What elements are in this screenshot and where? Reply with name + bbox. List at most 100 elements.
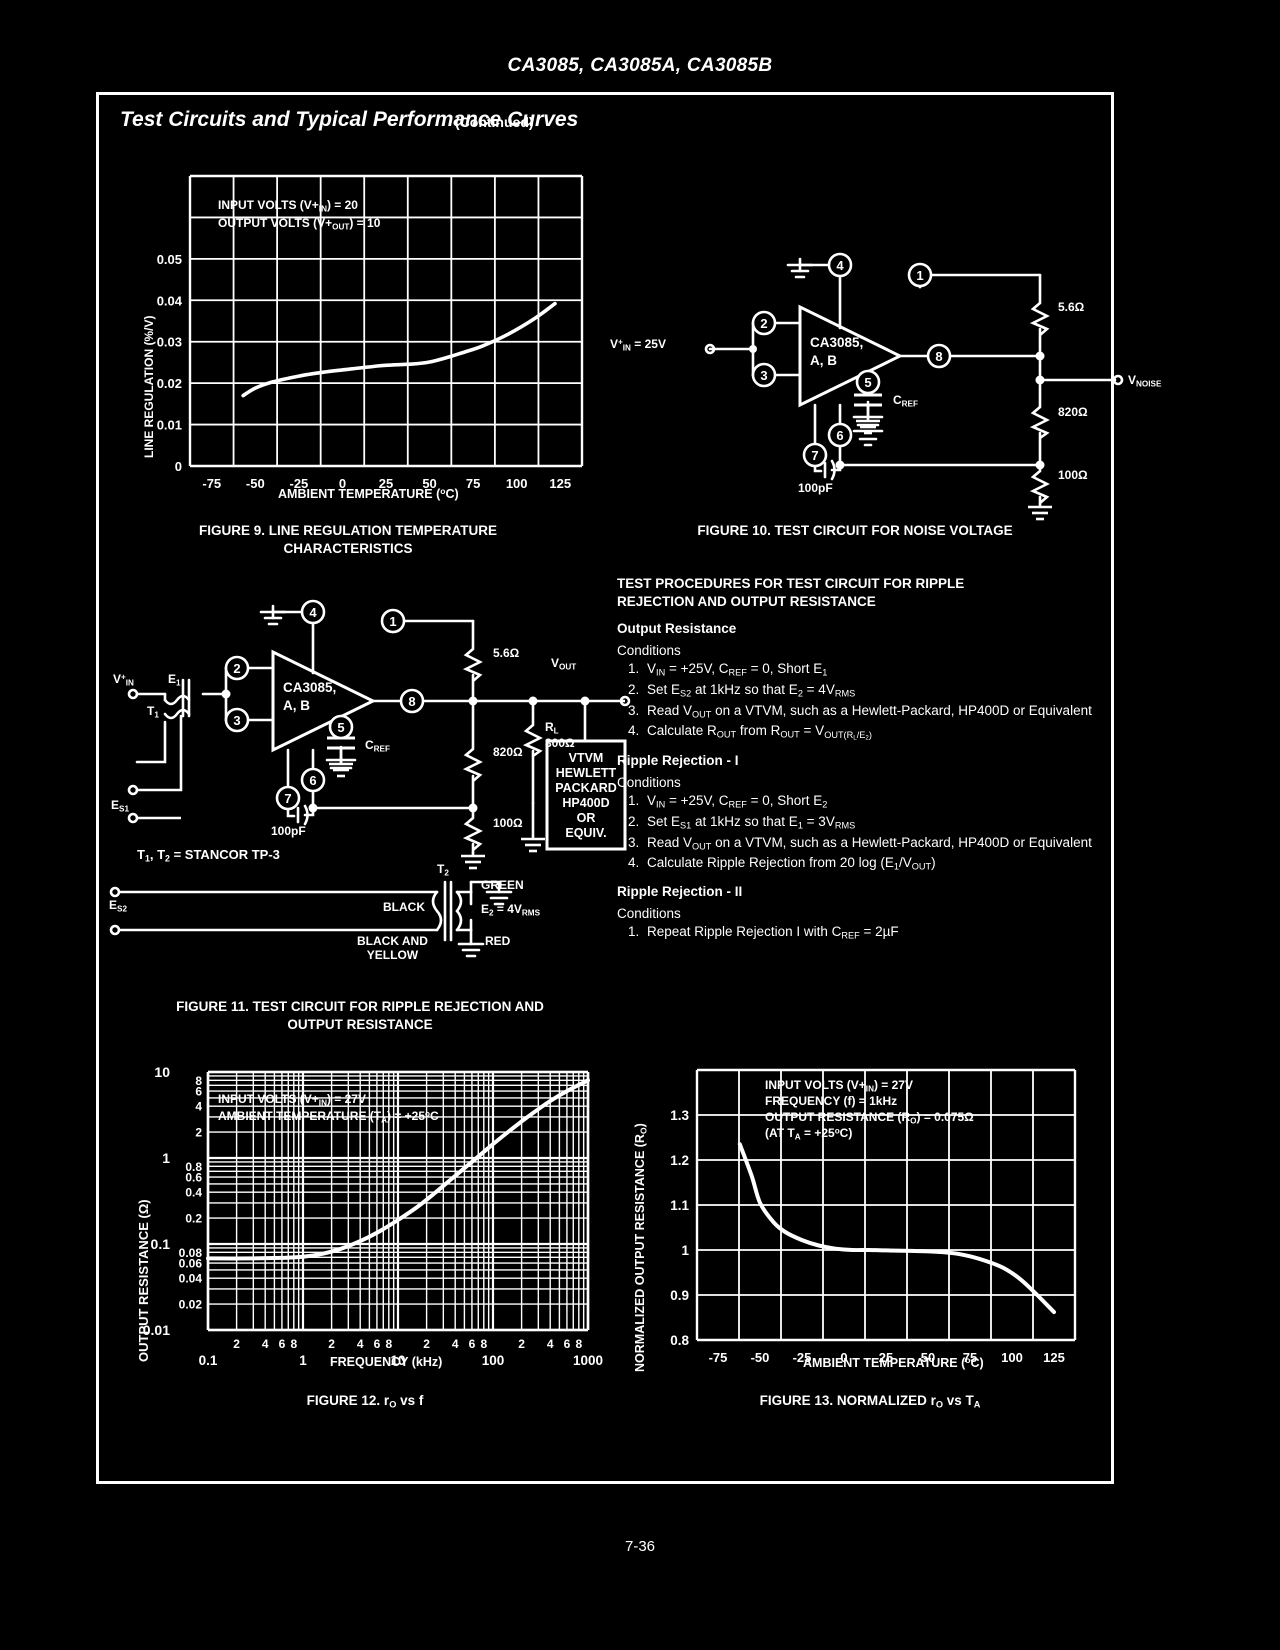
figure-11-resistor-100: 100Ω [493, 816, 523, 830]
figure-11-wire-black: BLACK [383, 900, 425, 914]
svg-text:25: 25 [379, 476, 393, 491]
svg-text:7: 7 [284, 791, 291, 806]
figure-10: 4 1 2 3 8 5 6 7 CA3085, A, B V+IN = 25V … [610, 245, 1161, 521]
svg-text:100: 100 [482, 1353, 505, 1368]
figure-9-xlabel: AMBIENT TEMPERATURE (oC) [278, 486, 459, 501]
figure-12-note-line2: AMBIENT TEMPERATURE (TA) = +25oC [218, 1109, 439, 1125]
svg-text:6: 6 [564, 1337, 571, 1351]
svg-text:8: 8 [480, 1337, 487, 1351]
procedures-heading-line2: REJECTION AND OUTPUT RESISTANCE [617, 594, 876, 610]
figure-11-rl-label: RL 300Ω [545, 720, 575, 751]
svg-text:6: 6 [469, 1337, 476, 1351]
svg-text:PACKARD: PACKARD [555, 781, 617, 795]
svg-text:EQUIV.: EQUIV. [565, 826, 606, 840]
svg-text:50: 50 [921, 1350, 935, 1365]
figure-11-vtvm-box [545, 739, 627, 851]
procedure-conditions-label: Conditions [617, 905, 681, 921]
svg-text:-50: -50 [751, 1350, 770, 1365]
figure-11-wire-green: GREEN [481, 878, 524, 892]
figure-12-xlabel: FREQUENCY (kHz) [330, 1355, 443, 1369]
svg-text:8: 8 [575, 1337, 582, 1351]
svg-text:0.02: 0.02 [179, 1298, 203, 1312]
svg-text:4: 4 [547, 1337, 554, 1351]
svg-text:0.06: 0.06 [179, 1257, 203, 1271]
svg-text:1.2: 1.2 [670, 1153, 689, 1168]
svg-text:1: 1 [681, 1243, 689, 1258]
figure-11-e2-label: E2 = 4VRMS [481, 902, 541, 918]
svg-text:8: 8 [290, 1337, 297, 1351]
svg-text:4: 4 [357, 1337, 364, 1351]
section-continued-label: (Continued) [455, 114, 534, 130]
figure-10-resistor-820: 820Ω [1058, 405, 1088, 419]
figure-11-t1-label: T1 [147, 704, 159, 720]
figure-10-pin-8: 8 [935, 349, 942, 364]
figure-10-pin-3: 3 [760, 368, 767, 383]
procedure-conditions-label: Conditions [617, 643, 681, 659]
figure-13-note-line2: FREQUENCY (f) = 1kHz [765, 1094, 898, 1108]
svg-text:0.01: 0.01 [143, 1322, 170, 1338]
svg-text:0.8: 0.8 [185, 1160, 202, 1174]
svg-text:2: 2 [518, 1337, 525, 1351]
svg-text:1.1: 1.1 [670, 1198, 689, 1213]
figure-12-plot: 1010.10.0186420.80.60.40.20.080.060.040.… [143, 1064, 603, 1368]
svg-text:125: 125 [1043, 1350, 1065, 1365]
figure-13-xlabel: AMBIENT TEMPERATURE (oC) [803, 1355, 984, 1370]
section-title: Test Circuits and Typical Performance Cu… [120, 108, 579, 131]
svg-text:0.2: 0.2 [185, 1212, 202, 1226]
figure-11-resistor-820: 820Ω [493, 745, 523, 759]
svg-text:-25: -25 [289, 476, 308, 491]
svg-text:1: 1 [389, 614, 396, 629]
procedure-conditions-label: Conditions [617, 775, 681, 791]
figure-11-cref-label: CREF [365, 738, 390, 754]
figure-12-note-line1: INPUT VOLTS (V+IN) = 27V [218, 1092, 366, 1108]
svg-text:1000: 1000 [573, 1353, 603, 1368]
svg-text:HEWLETT: HEWLETT [556, 766, 617, 780]
figure-9-ylabel: LINE REGULATION (%/V) [142, 315, 156, 458]
figure-10-vnoise-label: VNOISE [1128, 373, 1162, 389]
procedure-section-title: Ripple Rejection - I [617, 753, 739, 769]
procedure-item: VIN = +25V, CREF = 0, Short E2 [643, 791, 1092, 812]
procedure-item: VIN = +25V, CREF = 0, Short E1 [643, 659, 1092, 680]
figure-11-es2-label: ES2 [109, 898, 127, 914]
svg-text:A, B: A, B [283, 698, 310, 713]
svg-text:2: 2 [233, 661, 240, 676]
svg-text:2: 2 [423, 1337, 430, 1351]
figure-11-circuit: 4 1 2 3 8 5 6 7 CA3085, A, B VTVM HEWLET… [109, 599, 631, 958]
figure-10-pin-2: 2 [760, 316, 767, 331]
figure-11-wire-black-yellow: BLACK AND YELLOW [357, 934, 428, 963]
svg-text:0: 0 [339, 476, 346, 491]
svg-text:4: 4 [309, 605, 317, 620]
figure-11-wire-red: RED [485, 934, 511, 948]
figure-11-cap-100pf: 100pF [271, 824, 306, 838]
figure-12-caption: FIGURE 12. rO vs f [306, 1393, 424, 1410]
svg-text:50: 50 [422, 476, 436, 491]
svg-text:2: 2 [233, 1337, 240, 1351]
figure-11-t2-label: T2 [437, 862, 449, 878]
svg-text:3: 3 [233, 713, 240, 728]
figure-11-vin-label: V+IN [113, 672, 134, 688]
figure-10-chip-line1: CA3085, [810, 335, 863, 350]
figure-13-note-line4: (AT TA = +25oC) [765, 1126, 853, 1142]
figure-11-resistor-5p6: 5.6Ω [493, 646, 520, 660]
procedure-item: Read VOUT on a VTVM, such as a Hewlett-P… [643, 833, 1092, 854]
svg-text:4: 4 [195, 1100, 202, 1114]
figure-10-circuit: 4 1 2 3 8 5 6 7 CA3085, A, B [704, 252, 1124, 521]
figure-10-cap-100pf: 100pF [798, 481, 833, 495]
svg-text:1: 1 [162, 1150, 170, 1166]
figure-11: 4 1 2 3 8 5 6 7 CA3085, A, B VTVM HEWLET… [105, 592, 631, 972]
procedures-heading-line1: TEST PROCEDURES FOR TEST CIRCUIT FOR RIP… [617, 576, 965, 591]
svg-text:0.1: 0.1 [199, 1353, 218, 1368]
figure-12-ylabel: OUTPUT RESISTANCE (Ω) [136, 1199, 151, 1362]
svg-text:0.1: 0.1 [151, 1236, 171, 1252]
svg-text:2: 2 [195, 1126, 202, 1140]
svg-text:0.8: 0.8 [670, 1333, 689, 1348]
figure-10-vin-label: V+IN = 25V [610, 337, 666, 353]
svg-text:100: 100 [1001, 1350, 1023, 1365]
svg-text:-75: -75 [709, 1350, 728, 1365]
svg-text:8: 8 [195, 1074, 202, 1088]
